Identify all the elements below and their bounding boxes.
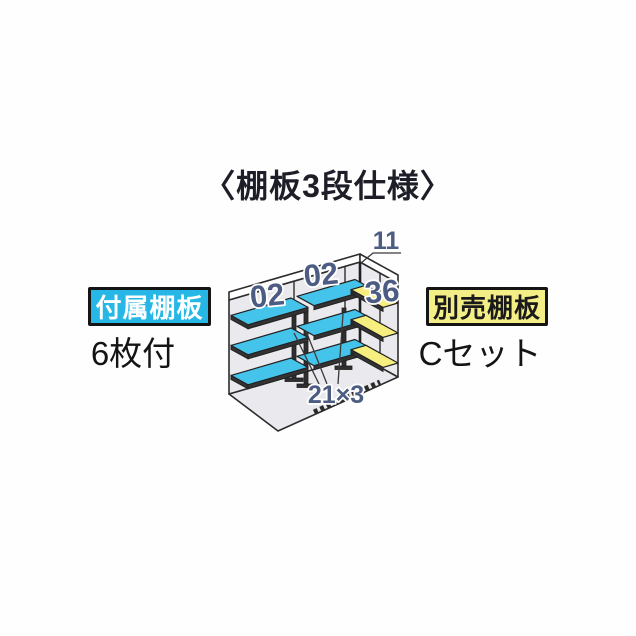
leader-line-21x3-a	[293, 332, 320, 385]
optional-shelf-caption: Cセット	[418, 335, 542, 372]
side-wall-top-edge	[359, 253, 399, 284]
leader-lines	[293, 252, 401, 385]
included-shelf	[230, 297, 309, 326]
included-shelf-tier-1	[230, 278, 373, 330]
part-number-36: 36	[363, 273, 400, 311]
leader-line-21x3-b	[305, 330, 328, 385]
included-shelf-tier-3	[230, 338, 373, 390]
leader-line-21x3-c	[337, 313, 344, 385]
leader-line-11	[360, 252, 401, 264]
part-number-02-left: 02	[248, 276, 286, 314]
optional-shelf	[350, 284, 399, 309]
part-number-21x3: 21×3	[308, 381, 364, 409]
included-shelf-caption: 6枚付	[90, 335, 176, 372]
figure-title: 〈棚板3段仕様〉	[203, 168, 453, 204]
optional-shelf-badge: 別売棚板	[426, 287, 548, 326]
optional-shelf	[350, 344, 399, 368]
floor-threshold-hatch	[312, 379, 382, 415]
optional-shelf-tier-3	[350, 344, 399, 373]
optional-shelf-tier-2	[350, 314, 399, 343]
optional-shelf-tier-1	[350, 284, 399, 313]
part-number-02-center: 02	[302, 255, 340, 293]
optional-shelf	[350, 314, 399, 339]
included-shelf	[230, 357, 309, 386]
part-number-11: 11	[373, 228, 400, 255]
shed-isometric-diagram: 11 02 02 36 21×3	[228, 228, 402, 432]
included-shelf-badge: 付属棚板	[88, 287, 211, 326]
